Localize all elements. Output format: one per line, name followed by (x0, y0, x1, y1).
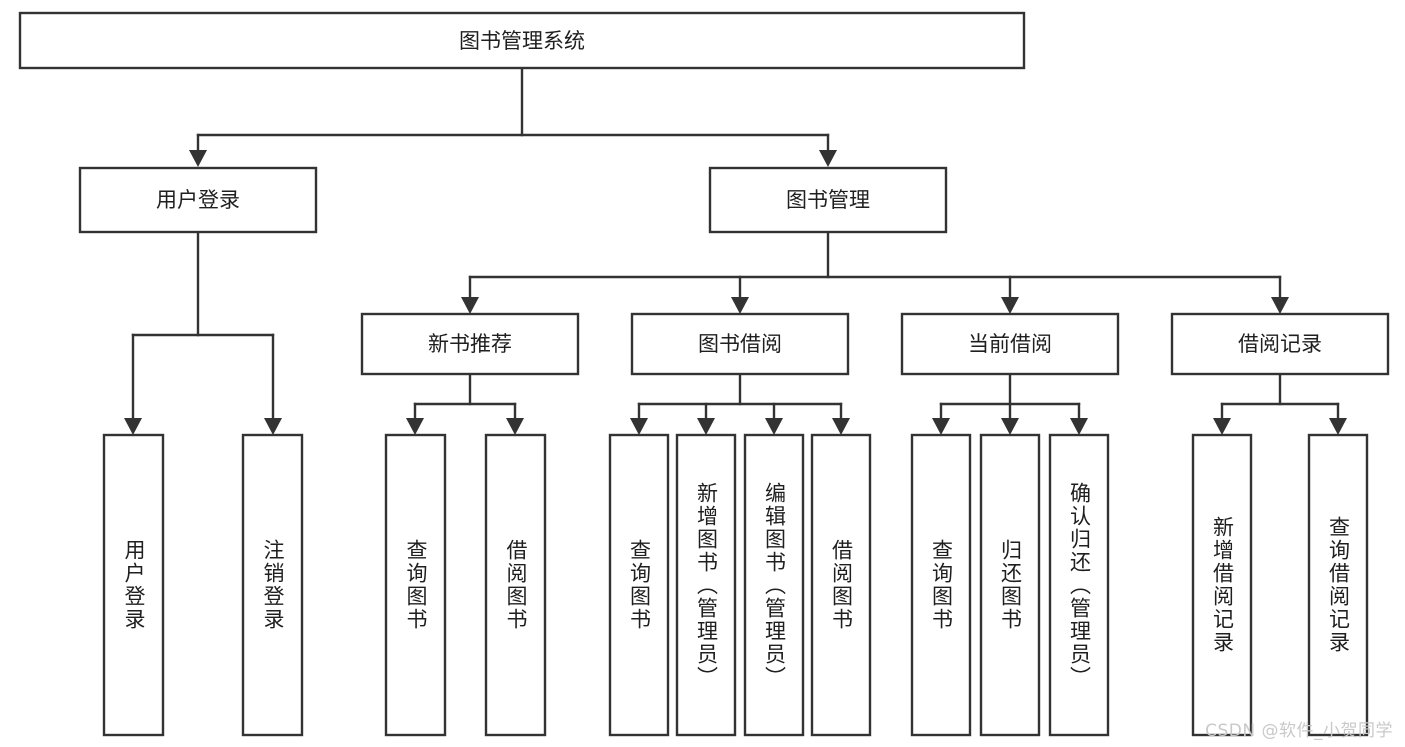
leaf-box-book-borrow-2[interactable] (675, 433, 737, 737)
node-book-borrow-label: 图书借阅 (698, 332, 782, 356)
node-book-management[interactable]: 图书管理 (708, 166, 948, 234)
arrowhead-cb-leaf1 (932, 418, 950, 435)
node-book-management-box[interactable] (708, 166, 948, 234)
arrowhead-cb-leaf2 (1001, 418, 1019, 435)
connector-group-borrow-record (1213, 372, 1347, 435)
arrowhead-nb-leaf1 (406, 418, 424, 435)
arrowhead-book-borrow (731, 297, 749, 314)
leaf-box-borrow-record-1[interactable] (1191, 433, 1253, 737)
arrowhead-book-mgmt (819, 150, 837, 167)
node-user-login-label: 用户登录 (156, 188, 240, 212)
node-borrow-record-label: 借阅记录 (1238, 332, 1322, 356)
leaf-box-book-borrow-1[interactable] (608, 433, 670, 737)
leaf-box-new-book-2[interactable] (484, 433, 547, 737)
node-root-label: 图书管理系统 (459, 29, 585, 53)
node-book-borrow-box[interactable] (630, 312, 850, 376)
arrowhead-cb-leaf3 (1070, 418, 1088, 435)
node-borrow-record[interactable]: 借阅记录 (1170, 312, 1390, 376)
connector-group-book-mgmt (461, 230, 1289, 314)
arrowhead-ul-leaf1 (124, 418, 142, 435)
leaf-box-current-borrow-3[interactable] (1048, 433, 1110, 737)
leaf-box-new-book-1[interactable] (384, 433, 447, 737)
leaf-box-user-login-1[interactable] (102, 433, 165, 737)
connector-group-root (189, 66, 837, 167)
arrowhead-ul-leaf2 (264, 418, 282, 435)
leaf-box-user-login-2[interactable] (241, 433, 304, 737)
node-borrow-record-box[interactable] (1170, 312, 1390, 376)
arrowhead-bb-leaf3 (765, 418, 783, 435)
connector-group-book-borrow (630, 372, 850, 435)
arrowhead-borrow-record (1271, 297, 1289, 314)
node-user-login[interactable]: 用户登录 (78, 166, 318, 234)
arrowhead-user-login (189, 150, 207, 167)
leaf-box-book-borrow-4[interactable] (810, 433, 872, 737)
node-book-management-label: 图书管理 (786, 188, 870, 212)
leaf-box-book-borrow-3[interactable] (743, 433, 805, 737)
node-user-login-box[interactable] (78, 166, 318, 234)
node-current-borrow-box[interactable] (900, 312, 1120, 376)
arrowhead-bb-leaf4 (832, 418, 850, 435)
arrowhead-bb-leaf1 (630, 418, 648, 435)
node-root[interactable]: 图书管理系统 (18, 11, 1026, 70)
node-book-borrow[interactable]: 图书借阅 (630, 312, 850, 376)
connector-group-user-login (124, 230, 282, 435)
node-current-borrow[interactable]: 当前借阅 (900, 312, 1120, 376)
node-new-book-recommend-label: 新书推荐 (428, 332, 512, 356)
arrowhead-br-leaf2 (1329, 418, 1347, 435)
connector-group-current-borrow (932, 372, 1088, 435)
node-current-borrow-label: 当前借阅 (968, 332, 1052, 356)
leaf-box-borrow-record-2[interactable] (1307, 433, 1369, 737)
leaf-box-current-borrow-1[interactable] (910, 433, 972, 737)
arrowhead-new-book (461, 297, 479, 314)
node-new-book-recommend[interactable]: 新书推荐 (360, 312, 580, 376)
csdn-watermark: CSDN @软件_小贺同学 (1205, 721, 1393, 741)
leaf-box-current-borrow-2[interactable] (979, 433, 1041, 737)
node-new-book-recommend-box[interactable] (360, 312, 580, 376)
node-root-box[interactable] (18, 11, 1026, 70)
arrowhead-nb-leaf2 (506, 418, 524, 435)
arrowhead-br-leaf1 (1213, 418, 1231, 435)
arrowhead-current-borrow (1001, 297, 1019, 314)
connector-group-new-book (406, 372, 524, 435)
arrowhead-bb-leaf2 (697, 418, 715, 435)
